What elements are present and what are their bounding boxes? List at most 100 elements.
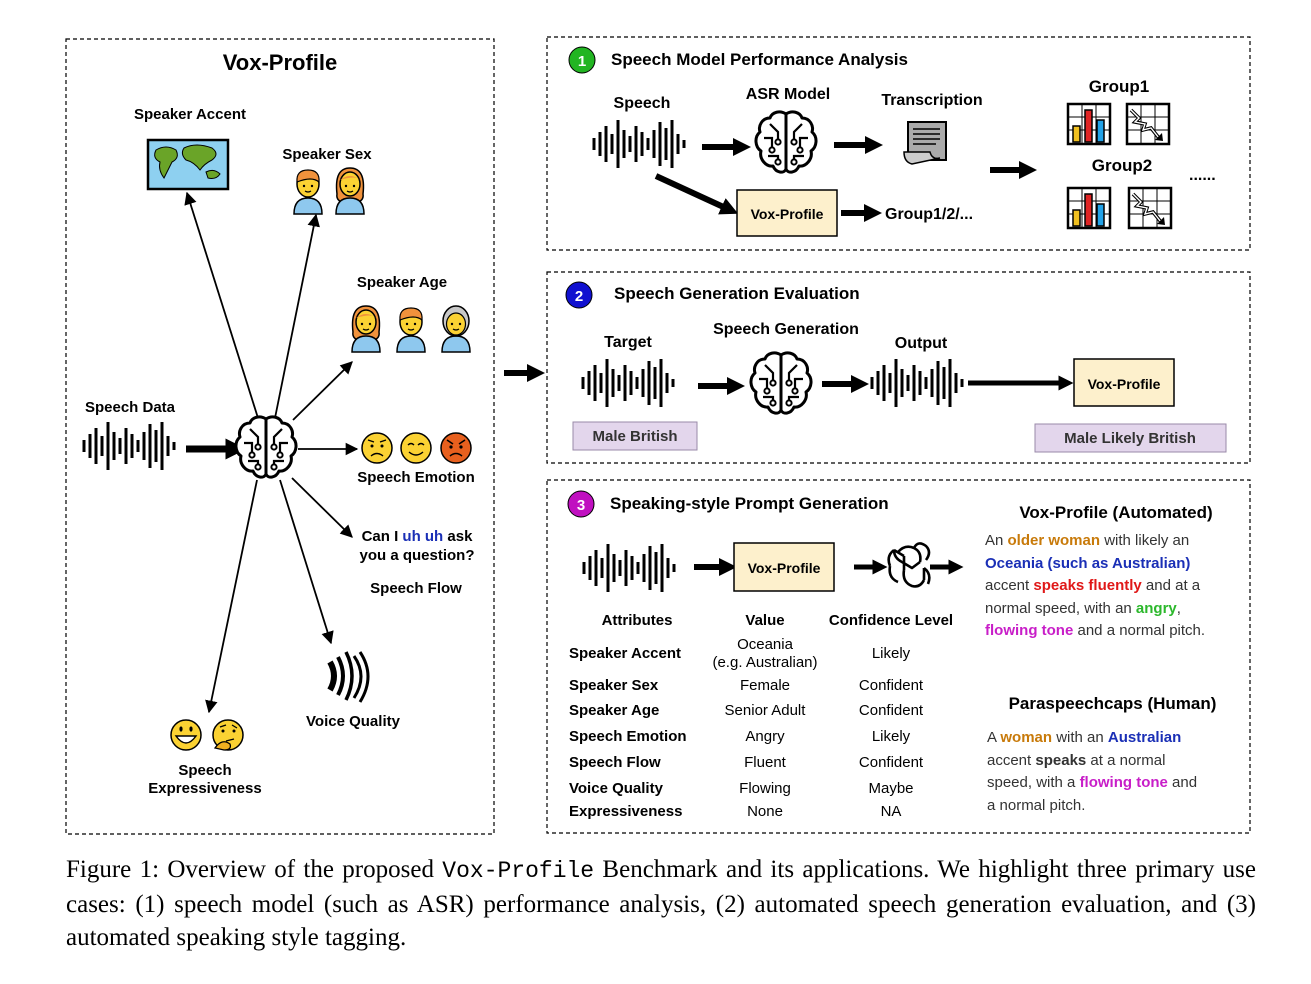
table-cell-confidence: NA — [881, 803, 902, 820]
smiling-face-icon — [400, 432, 432, 464]
speaker-sex-label: Speaker Sex — [282, 146, 372, 163]
panel-3-number-badge — [567, 490, 595, 518]
table-cell-attribute: Speaker Age — [569, 702, 659, 719]
output-label-box — [1034, 423, 1227, 453]
figure-caption: Figure 1: Overview of the proposed Vox-P… — [66, 856, 1257, 951]
panel-2 — [546, 271, 1251, 464]
panel-2-vox-label: Vox-Profile — [1088, 376, 1161, 392]
panel-3-vox-label: Vox-Profile — [748, 560, 821, 576]
expressiveness-label-line2: Expressiveness — [148, 780, 261, 797]
table-cell-value: Female — [740, 677, 790, 694]
table-cell-value: Angry — [745, 728, 785, 745]
voice-quality-label: Voice Quality — [306, 713, 401, 730]
world-map-icon — [146, 138, 230, 191]
table-cell-attribute: Speaker Sex — [569, 677, 659, 694]
adult-face-icon — [396, 307, 426, 353]
group2-label: Group2 — [1092, 156, 1152, 175]
speech-to-vox-arrow — [654, 173, 739, 215]
table-cell-confidence: Confident — [859, 754, 924, 771]
speaker-age-label: Speaker Age — [357, 274, 447, 291]
speech-emotion-label: Speech Emotion — [357, 469, 475, 486]
child-face-icon — [351, 305, 381, 353]
table-cell-value: Oceania — [737, 636, 794, 653]
table-cell-value: Flowing — [739, 780, 791, 797]
groups-output-label: Group1/2/... — [885, 206, 973, 223]
vox-profile-brain-icon — [234, 415, 298, 479]
panel-3-vox-box — [733, 542, 835, 592]
table-cell-confidence: Confident — [859, 677, 924, 694]
table-header-value: Value — [745, 612, 784, 629]
panel-3 — [546, 479, 1251, 834]
table-cell-confidence: Likely — [872, 645, 911, 662]
vox-profile-title: Vox-Profile — [223, 50, 338, 75]
attribute-table: Attributes Value Confidence Level Speake… — [569, 612, 953, 820]
vox-profile-panel — [65, 38, 495, 835]
target-waveform-icon — [581, 357, 675, 409]
table-cell-attribute: Speech Emotion — [569, 728, 687, 745]
table-cell-value: Fluent — [744, 754, 787, 771]
table-cell-confidence: Maybe — [868, 780, 913, 797]
asr-brain-icon — [754, 110, 818, 174]
target-label-text: Male British — [592, 428, 677, 445]
group2-trend-chart-icon — [1127, 186, 1173, 230]
expressiveness-label-line1: Speech — [178, 762, 231, 779]
speech-data-label: Speech Data — [85, 399, 176, 416]
output-label-text: Male Likely British — [1064, 430, 1196, 447]
generation-brain-icon — [749, 351, 813, 415]
voice-wave-icon — [327, 651, 370, 703]
table-header-attributes: Attributes — [602, 612, 673, 629]
panel-2-vox-box — [1073, 358, 1175, 407]
emotion-face-icons — [361, 432, 472, 464]
transcription-label: Transcription — [881, 92, 982, 109]
flow-example-line1: Can I uh uh ask — [362, 528, 474, 545]
speech-flow-label: Speech Flow — [370, 580, 462, 597]
speech-label: Speech — [614, 95, 671, 112]
group1-trend-chart-icon — [1125, 102, 1171, 146]
panel-2-title: Speech Generation Evaluation — [614, 284, 860, 303]
paraspeechcaps-heading: Paraspeechcaps (Human) — [1008, 694, 1217, 713]
panel-1-vox-label: Vox-Profile — [751, 206, 824, 222]
angry-face-icon — [440, 432, 472, 464]
male-face-icon — [293, 169, 323, 215]
panel-3-waveform-icon — [582, 542, 676, 594]
older-face-icon — [441, 305, 471, 353]
group1-bar-chart-icon — [1066, 102, 1112, 146]
output-label: Output — [895, 335, 948, 352]
vox-automated-description: An older woman with likely an Oceania (s… — [985, 532, 1206, 639]
more-groups-ellipsis: ...... — [1189, 167, 1216, 184]
target-label: Target — [604, 334, 652, 351]
table-cell-attribute: Speech Flow — [569, 754, 661, 771]
group1-label: Group1 — [1089, 77, 1149, 96]
table-cell-confidence: Confident — [859, 702, 924, 719]
diagram: Vox-Profile Speaker Accent Speaker Sex S… — [65, 36, 1251, 835]
vox-automated-heading: Vox-Profile (Automated) — [1019, 503, 1213, 522]
panel-1-title: Speech Model Performance Analysis — [611, 50, 908, 69]
worried-face-icon — [361, 432, 393, 464]
female-face-icon — [335, 167, 365, 215]
panel-2-number-badge — [565, 281, 593, 309]
panel-1-number-badge — [568, 46, 596, 74]
speech-generation-label: Speech Generation — [713, 321, 859, 338]
thinking-face-icon — [212, 719, 244, 751]
group2-bar-chart-icon — [1066, 186, 1112, 230]
document-icon — [903, 121, 947, 165]
table-cell-attribute: Voice Quality — [569, 780, 664, 797]
grinning-face-icon — [170, 719, 202, 751]
table-cell-value: None — [747, 803, 783, 820]
table-header-confidence: Confidence Level — [829, 612, 953, 629]
panel-1-number: 1 — [578, 53, 586, 70]
llm-knot-icon — [887, 542, 931, 588]
table-cell-confidence: Likely — [872, 728, 911, 745]
speech-data-waveform-icon — [82, 420, 176, 472]
speech-waveform-icon — [592, 118, 686, 170]
table-cell-attribute: Speaker Accent — [569, 645, 681, 662]
panel-3-number: 3 — [577, 497, 585, 514]
flow-example-line2: you a question? — [359, 547, 474, 564]
panel-1-vox-box — [736, 189, 838, 237]
output-waveform-icon — [870, 357, 964, 409]
table-cell-value-detail: (e.g. Australian) — [712, 654, 817, 671]
panel-1 — [546, 36, 1251, 251]
asr-model-label: ASR Model — [746, 86, 830, 103]
panel-3-title: Speaking-style Prompt Generation — [610, 494, 889, 513]
